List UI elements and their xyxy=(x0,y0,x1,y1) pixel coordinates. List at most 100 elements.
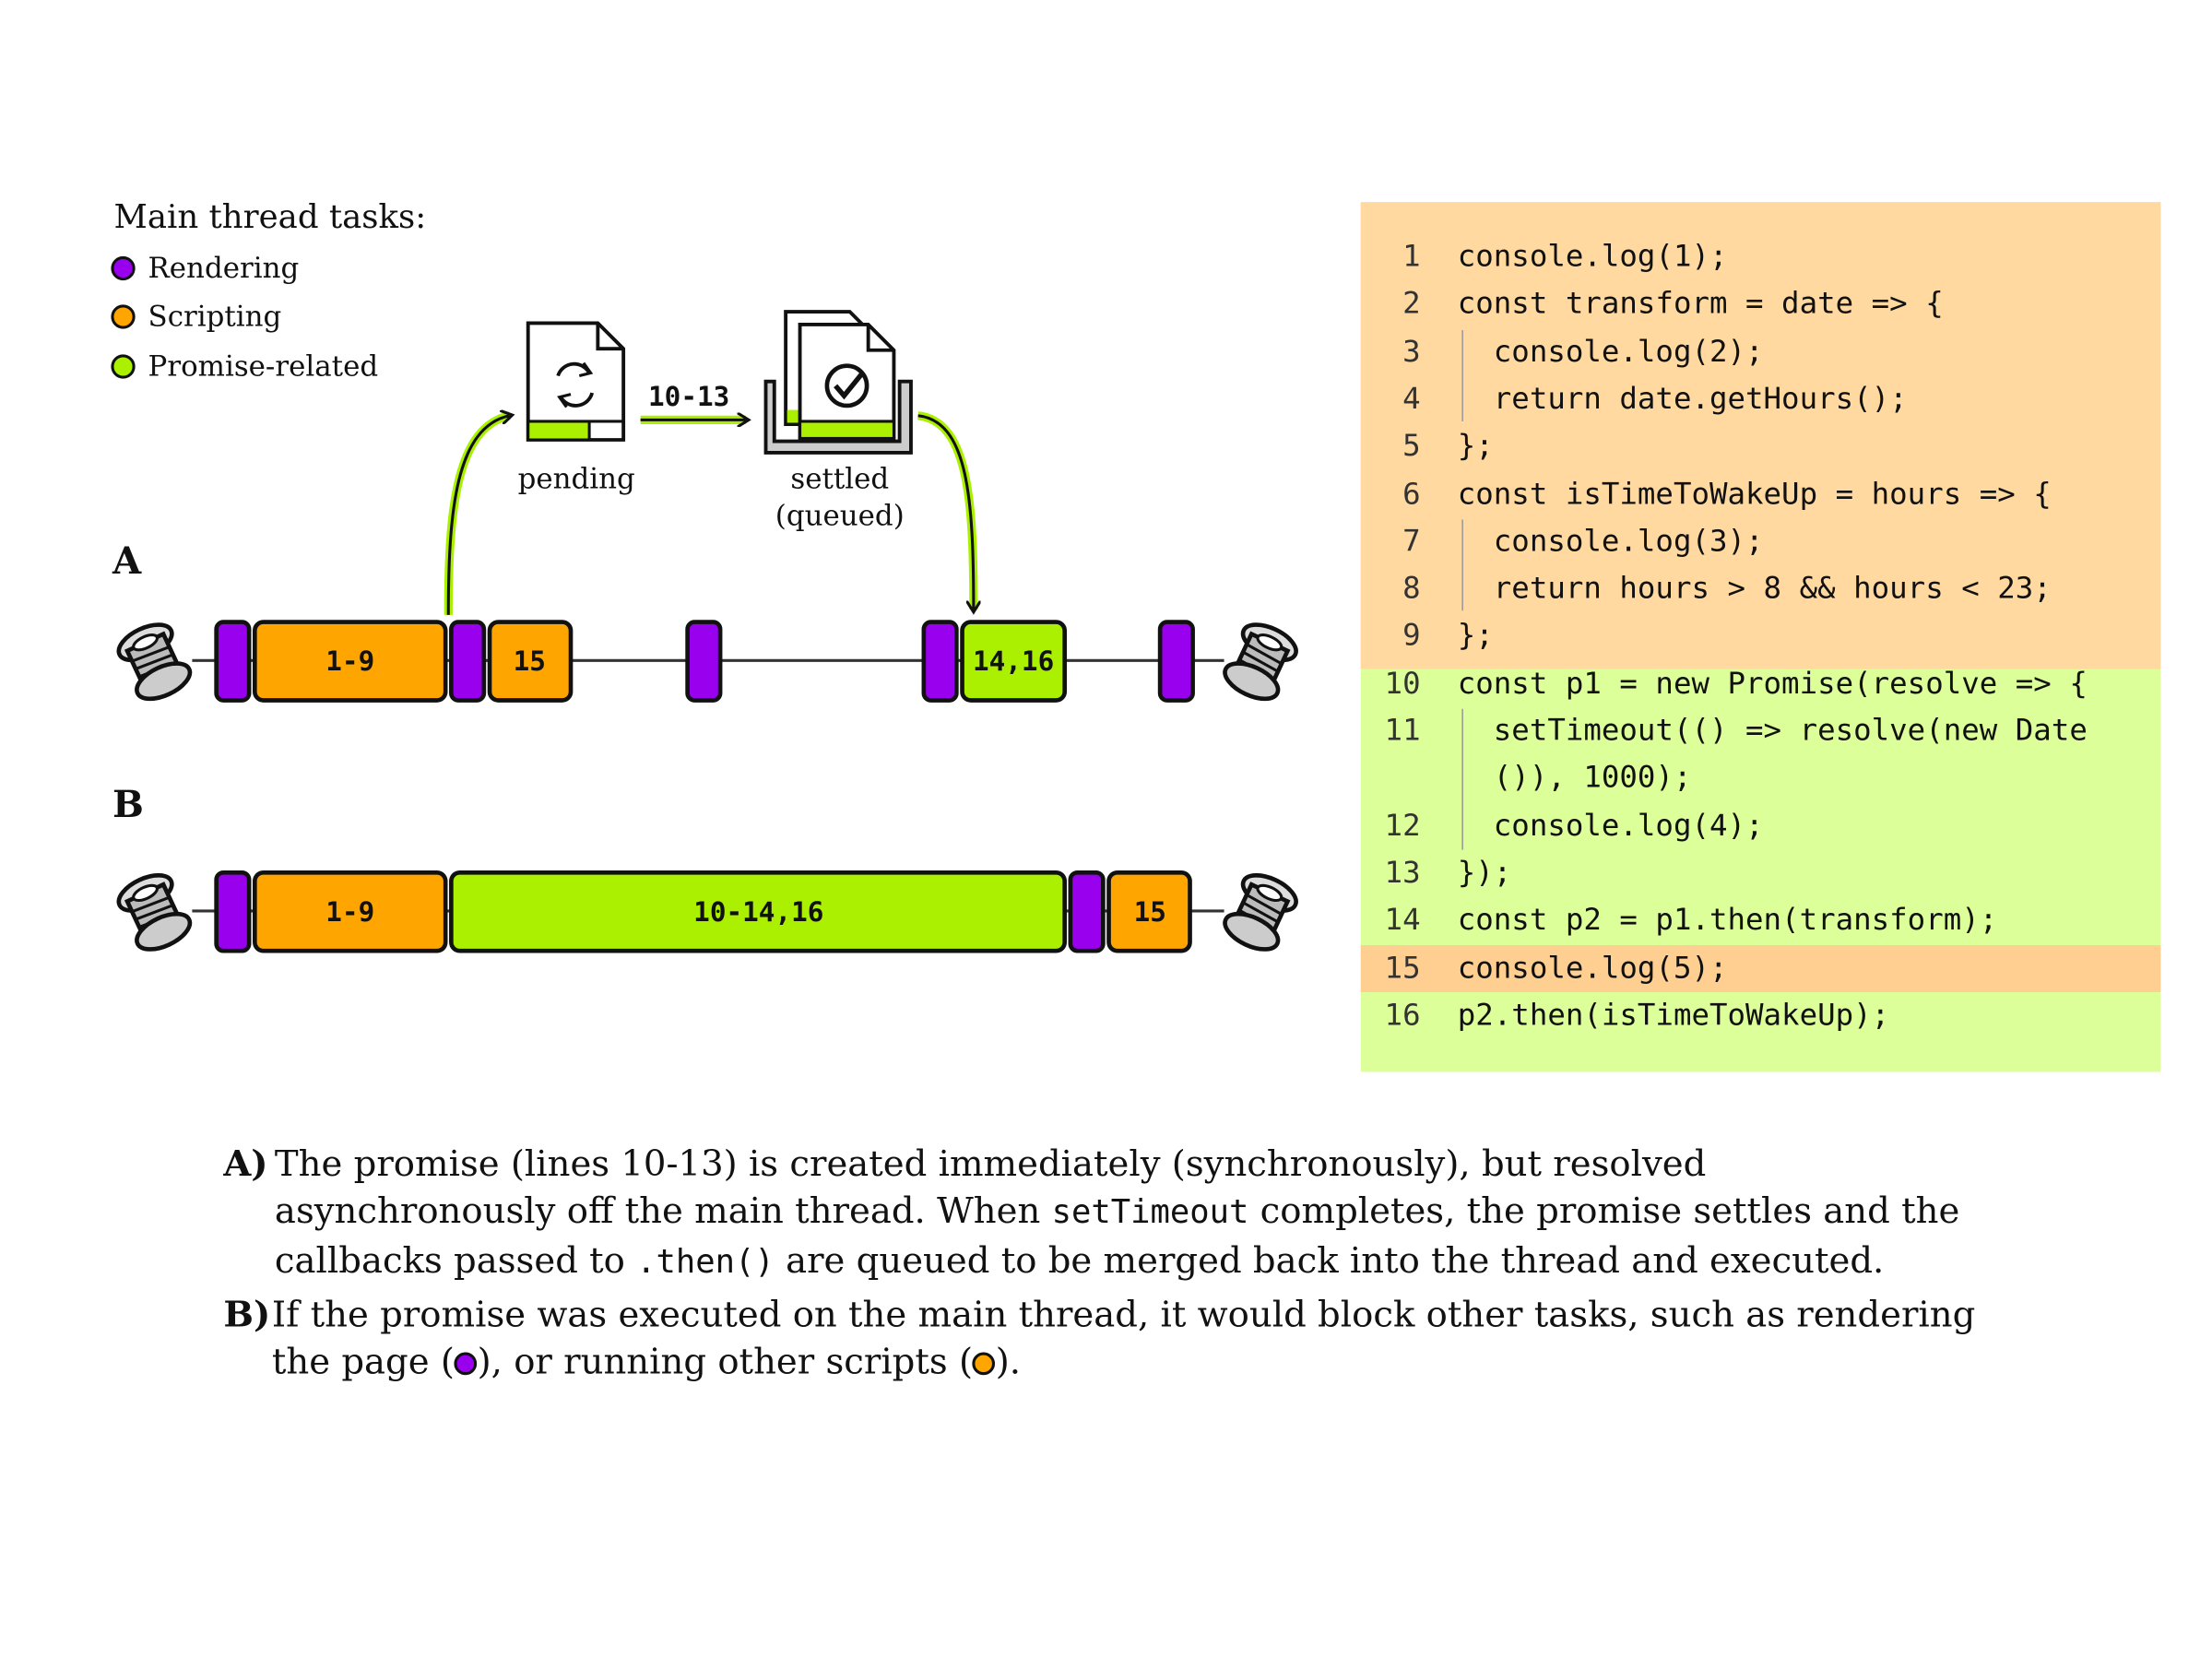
row-b-letter: B xyxy=(112,784,144,827)
thread-diagram: 1-9 15 14,16 1-9 10-14,16 15 xyxy=(0,310,1338,1024)
render-block xyxy=(1068,870,1106,953)
line-number: 9 xyxy=(1402,618,1421,653)
code-text: const p2 = p1.then(transform); xyxy=(1457,902,1998,938)
code-text: console.log(1); xyxy=(1457,239,1728,274)
task-block-b3 xyxy=(1106,870,1192,953)
line-number: 15 xyxy=(1384,950,1421,985)
code-text: const p1 = new Promise(resolve => { xyxy=(1457,665,2088,701)
code-line: 7 console.log(3); xyxy=(1361,518,2161,565)
legend-label: Rendering xyxy=(148,250,300,285)
render-block xyxy=(449,620,487,703)
line-number: 6 xyxy=(1402,476,1421,511)
code-line: ()), 1000); xyxy=(1361,755,2161,802)
pending-label: pending xyxy=(517,461,635,496)
settled-document-icon xyxy=(763,310,913,455)
code-text: }); xyxy=(1457,855,1512,890)
render-block xyxy=(685,620,723,703)
note-b-text: ), or running other scripts ( xyxy=(477,1341,974,1382)
settled-label: settled xyxy=(790,461,890,496)
task-label-b1: 1-9 xyxy=(325,896,374,928)
task-label-b3: 15 xyxy=(1134,896,1166,928)
code-text: console.log(4); xyxy=(1457,808,1764,843)
code-text: }; xyxy=(1457,428,1494,463)
code-text: }; xyxy=(1457,618,1494,653)
line-number: 14 xyxy=(1384,902,1421,938)
note-a-text: completes, the promise settles and the c… xyxy=(274,1189,1960,1282)
code-line: 10 const p1 = new Promise(resolve => { xyxy=(1361,660,2161,707)
note-b-tag: B) xyxy=(223,1294,271,1335)
queued-label: (queued) xyxy=(775,498,905,533)
code-text: p2.then(isTimeToWakeUp); xyxy=(1457,997,1890,1032)
note-b-text: ). xyxy=(995,1341,1022,1382)
code-text: return hours > 8 && hours < 23; xyxy=(1457,571,2052,606)
task-label-a1: 1-9 xyxy=(325,645,374,677)
pending-document-icon xyxy=(526,321,626,442)
code-line: 8 return hours > 8 && hours < 23; xyxy=(1361,565,2161,612)
scripting-swatch xyxy=(111,303,136,328)
line-number: 13 xyxy=(1384,855,1421,890)
code-text: return date.getHours(); xyxy=(1457,381,1908,416)
note-a-tag: A) xyxy=(223,1142,268,1185)
note-b: B) If the promise was executed on the ma… xyxy=(223,1291,2003,1382)
promise-swatch xyxy=(111,353,136,378)
note-a-text: are queued to be merged back into the th… xyxy=(774,1239,1885,1282)
legend-label: Scripting xyxy=(148,299,282,334)
scripting-swatch xyxy=(973,1352,996,1376)
code-line: 12 console.log(4); xyxy=(1361,802,2161,849)
code-line: 9}; xyxy=(1361,612,2161,659)
line-number: 12 xyxy=(1384,808,1421,843)
render-block xyxy=(214,870,252,953)
arrow-to-thread xyxy=(917,414,974,610)
note-b-text: If the promise was executed on the main … xyxy=(271,1294,1976,1382)
legend-label: Promise-related xyxy=(148,349,379,384)
note-a-code: setTimeout xyxy=(1051,1194,1249,1232)
legend-item-scripting: Scripting xyxy=(111,298,281,335)
spool-icon xyxy=(1220,868,1302,956)
line-number: 2 xyxy=(1402,286,1421,321)
task-block-a2 xyxy=(487,620,574,703)
transition-label: 10-13 xyxy=(648,381,729,412)
line-number: 16 xyxy=(1384,997,1421,1032)
legend-item-promise: Promise-related xyxy=(111,348,378,385)
code-line: 3 console.log(2); xyxy=(1361,328,2161,375)
line-number: 10 xyxy=(1384,665,1421,701)
line-number: 11 xyxy=(1384,713,1421,748)
row-a-letter: A xyxy=(112,540,142,584)
render-block xyxy=(1157,620,1195,703)
code-line: 11 setTimeout(() => resolve(new Date xyxy=(1361,707,2161,754)
code-line: 14 const p2 = p1.then(transform); xyxy=(1361,897,2161,944)
note-a-text: The promise (lines 10-13) is created imm… xyxy=(274,1142,1707,1232)
indent-guide xyxy=(1461,708,1463,850)
arrow-to-pending xyxy=(446,416,509,615)
indent-guide xyxy=(1461,330,1463,421)
spool-icon xyxy=(113,618,195,706)
rendering-swatch xyxy=(454,1352,478,1376)
indent-guide xyxy=(1461,519,1463,611)
note-a-code: .then() xyxy=(636,1244,775,1282)
spool-icon xyxy=(113,868,195,956)
task-block-a1 xyxy=(253,620,448,703)
code-line: 4 return date.getHours(); xyxy=(1361,375,2161,422)
render-block xyxy=(214,620,252,703)
task-label-a2: 15 xyxy=(514,645,546,677)
legend-title: Main thread tasks: xyxy=(113,199,427,237)
rendering-swatch xyxy=(111,255,136,280)
code-line: 15 console.log(5); xyxy=(1360,944,2161,992)
spool-icon xyxy=(1220,618,1302,706)
code-line: 16 p2.then(isTimeToWakeUp); xyxy=(1361,992,2161,1039)
code-text: console.log(5); xyxy=(1457,950,1728,985)
code-text: ()), 1000); xyxy=(1457,760,1692,795)
code-line: 13}); xyxy=(1361,849,2161,896)
task-label-a3: 14,16 xyxy=(973,645,1054,677)
script-region xyxy=(1360,202,2161,669)
note-a: A) The promise (lines 10-13) is created … xyxy=(223,1141,2003,1282)
code-line: 5}; xyxy=(1361,423,2161,470)
legend-item-rendering: Rendering xyxy=(111,249,299,286)
line-number: 7 xyxy=(1402,523,1421,558)
code-text: setTimeout(() => resolve(new Date xyxy=(1457,713,2088,748)
code-text: console.log(2); xyxy=(1457,334,1764,369)
